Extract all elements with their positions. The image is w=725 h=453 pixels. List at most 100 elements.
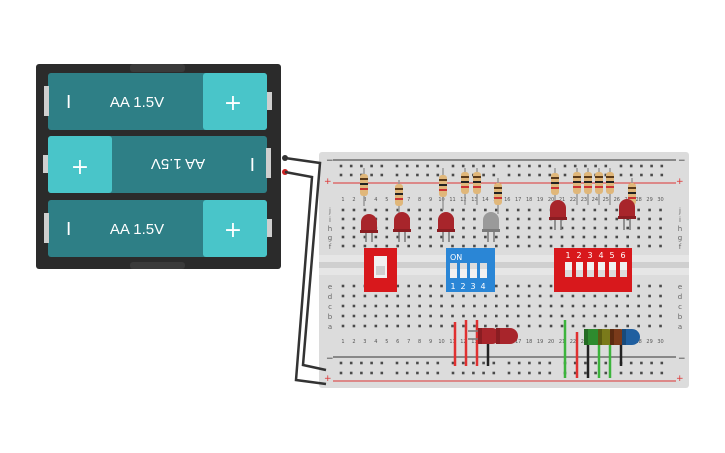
breadboard-hole[interactable]	[505, 324, 509, 328]
breadboard-hole[interactable]	[341, 314, 345, 318]
breadboard-hole[interactable]	[484, 304, 487, 308]
breadboard-hole[interactable]	[527, 208, 531, 212]
breadboard-hole[interactable]	[640, 164, 643, 168]
breadboard-hole[interactable]	[571, 324, 575, 328]
breadboard-hole[interactable]	[429, 226, 432, 230]
breadboard-hole[interactable]	[648, 294, 651, 298]
breadboard-hole[interactable]	[418, 324, 421, 328]
breadboard-hole[interactable]	[484, 244, 487, 248]
led-red[interactable]	[496, 328, 518, 344]
breadboard-hole[interactable]	[593, 235, 597, 239]
breadboard-hole[interactable]	[593, 217, 597, 221]
breadboard-hole[interactable]	[548, 164, 552, 168]
breadboard-hole[interactable]	[396, 244, 400, 248]
resistor[interactable]	[494, 178, 502, 214]
breadboard-hole[interactable]	[418, 314, 421, 318]
breadboard-hole[interactable]	[462, 314, 465, 318]
breadboard-hole[interactable]	[339, 164, 343, 168]
leds-bottom[interactable]	[468, 328, 640, 345]
breadboard-hole[interactable]	[352, 244, 356, 248]
breadboard-hole[interactable]	[360, 164, 363, 168]
breadboard-hole[interactable]	[416, 361, 419, 365]
breadboard-hole[interactable]	[363, 235, 367, 239]
breadboard-hole[interactable]	[482, 361, 485, 365]
breadboard-hole[interactable]	[385, 235, 389, 239]
breadboard-hole[interactable]	[341, 304, 345, 308]
breadboard-hole[interactable]	[573, 164, 577, 168]
breadboard-hole[interactable]	[505, 304, 509, 308]
breadboard-hole[interactable]	[659, 226, 662, 230]
breadboard-hole[interactable]	[660, 371, 664, 375]
breadboard-hole[interactable]	[571, 226, 575, 230]
resistor[interactable]	[573, 168, 581, 205]
battery-wires[interactable]	[284, 156, 327, 386]
breadboard-hole[interactable]	[594, 164, 597, 168]
breadboard-hole[interactable]	[374, 314, 378, 318]
breadboard-hole[interactable]	[462, 294, 465, 298]
breadboard-hole[interactable]	[516, 217, 520, 221]
breadboard-hole[interactable]	[451, 208, 454, 212]
breadboard-hole[interactable]	[436, 164, 440, 168]
breadboard-hole[interactable]	[380, 164, 384, 168]
breadboard-hole[interactable]	[352, 304, 356, 308]
breadboard-hole[interactable]	[436, 361, 440, 365]
breadboard-hole[interactable]	[461, 164, 465, 168]
breadboard-hole[interactable]	[648, 324, 651, 328]
breadboard-hole[interactable]	[429, 314, 432, 318]
breadboard-hole[interactable]	[637, 324, 640, 328]
breadboard-hole[interactable]	[528, 371, 531, 375]
breadboard-hole[interactable]	[341, 244, 345, 248]
breadboard-hole[interactable]	[626, 304, 629, 308]
breadboard-hole[interactable]	[516, 324, 520, 328]
breadboard-hole[interactable]	[571, 304, 575, 308]
breadboard-hole[interactable]	[451, 173, 455, 177]
led-red[interactable]	[468, 328, 500, 344]
breadboard-hole[interactable]	[349, 371, 353, 375]
breadboard-hole[interactable]	[440, 208, 443, 212]
breadboard-hole[interactable]	[429, 284, 432, 288]
breadboard-hole[interactable]	[582, 304, 586, 308]
breadboard-hole[interactable]	[516, 284, 520, 288]
breadboard-hole[interactable]	[418, 304, 421, 308]
led-red[interactable]	[549, 200, 567, 230]
breadboard-hole[interactable]	[660, 164, 664, 168]
breadboard-hole[interactable]	[659, 208, 662, 212]
led-blue[interactable]	[622, 329, 640, 345]
breadboard-hole[interactable]	[418, 284, 421, 288]
breadboard-hole[interactable]	[560, 304, 564, 308]
breadboard-hole[interactable]	[516, 235, 520, 239]
breadboard-hole[interactable]	[451, 314, 454, 318]
breadboard-hole[interactable]	[418, 244, 421, 248]
breadboard-hole[interactable]	[462, 226, 465, 230]
breadboard-hole[interactable]	[385, 324, 389, 328]
breadboard-hole[interactable]	[538, 235, 542, 239]
breadboard-hole[interactable]	[451, 244, 454, 248]
breadboard-hole[interactable]	[629, 361, 633, 365]
resistors[interactable]	[360, 168, 636, 214]
breadboard-hole[interactable]	[637, 294, 640, 298]
breadboard-hole[interactable]	[426, 164, 429, 168]
breadboard-hole[interactable]	[385, 217, 389, 221]
breadboard-hole[interactable]	[538, 208, 542, 212]
breadboard-hole[interactable]	[659, 304, 662, 308]
breadboard-hole[interactable]	[407, 235, 410, 239]
breadboard-hole[interactable]	[374, 208, 378, 212]
breadboard-hole[interactable]	[385, 244, 389, 248]
breadboard-hole[interactable]	[405, 361, 409, 365]
breadboard-hole[interactable]	[363, 324, 367, 328]
breadboard-hole[interactable]	[440, 284, 443, 288]
breadboard-hole[interactable]	[593, 304, 597, 308]
breadboard-hole[interactable]	[405, 173, 409, 177]
breadboard-hole[interactable]	[571, 244, 575, 248]
breadboard-hole[interactable]	[495, 284, 498, 288]
breadboard-hole[interactable]	[516, 304, 520, 308]
breadboard-hole[interactable]	[615, 226, 619, 230]
breadboard-hole[interactable]	[429, 244, 432, 248]
breadboard-hole[interactable]	[462, 244, 465, 248]
breadboard-hole[interactable]	[660, 361, 664, 365]
breadboard-hole[interactable]	[370, 173, 373, 177]
breadboard-hole[interactable]	[549, 304, 553, 308]
resistor[interactable]	[461, 168, 469, 205]
breadboard-hole[interactable]	[659, 294, 662, 298]
battery-cell[interactable]: + AA 1.5V I	[43, 136, 271, 193]
